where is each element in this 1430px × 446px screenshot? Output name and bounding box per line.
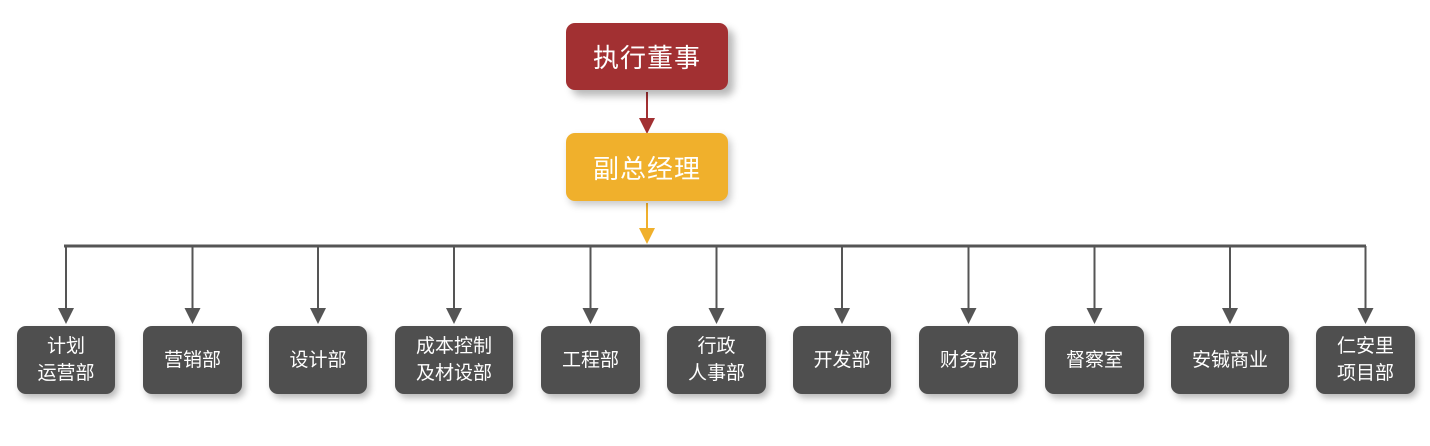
department-node: 计划 运营部 [17,326,115,394]
department-label: 计划 运营部 [37,335,95,384]
department-drop-lines [58,246,1374,324]
department-node: 仁安里 项目部 [1316,326,1415,394]
department-label: 行政 人事部 [687,335,745,384]
deputy-manager-node: 副总经理 [566,133,728,201]
department-label: 营销部 [163,348,221,371]
department-node: 安铖商业 [1171,326,1289,394]
department-label: 督察室 [1065,348,1123,371]
department-node: 财务部 [919,326,1018,394]
department-node: 工程部 [541,326,640,394]
department-node: 营销部 [143,326,242,394]
executive-director-node: 执行董事 [566,23,728,90]
deputy-manager-label: 副总经理 [592,154,701,185]
department-node: 开发部 [793,326,891,394]
department-node: 督察室 [1045,326,1144,394]
department-node: 成本控制 及材设部 [395,326,513,394]
department-label: 设计部 [289,348,347,371]
department-label: 工程部 [561,348,619,371]
department-label: 安铖商业 [1191,348,1268,371]
department-node: 行政 人事部 [667,326,766,394]
executive-director-label: 执行董事 [592,44,701,74]
department-node: 设计部 [269,326,367,394]
department-label: 仁安里 项目部 [1336,335,1394,384]
department-label: 成本控制 及材设部 [415,335,492,384]
department-label: 财务部 [939,348,997,371]
department-label: 开发部 [813,348,871,371]
